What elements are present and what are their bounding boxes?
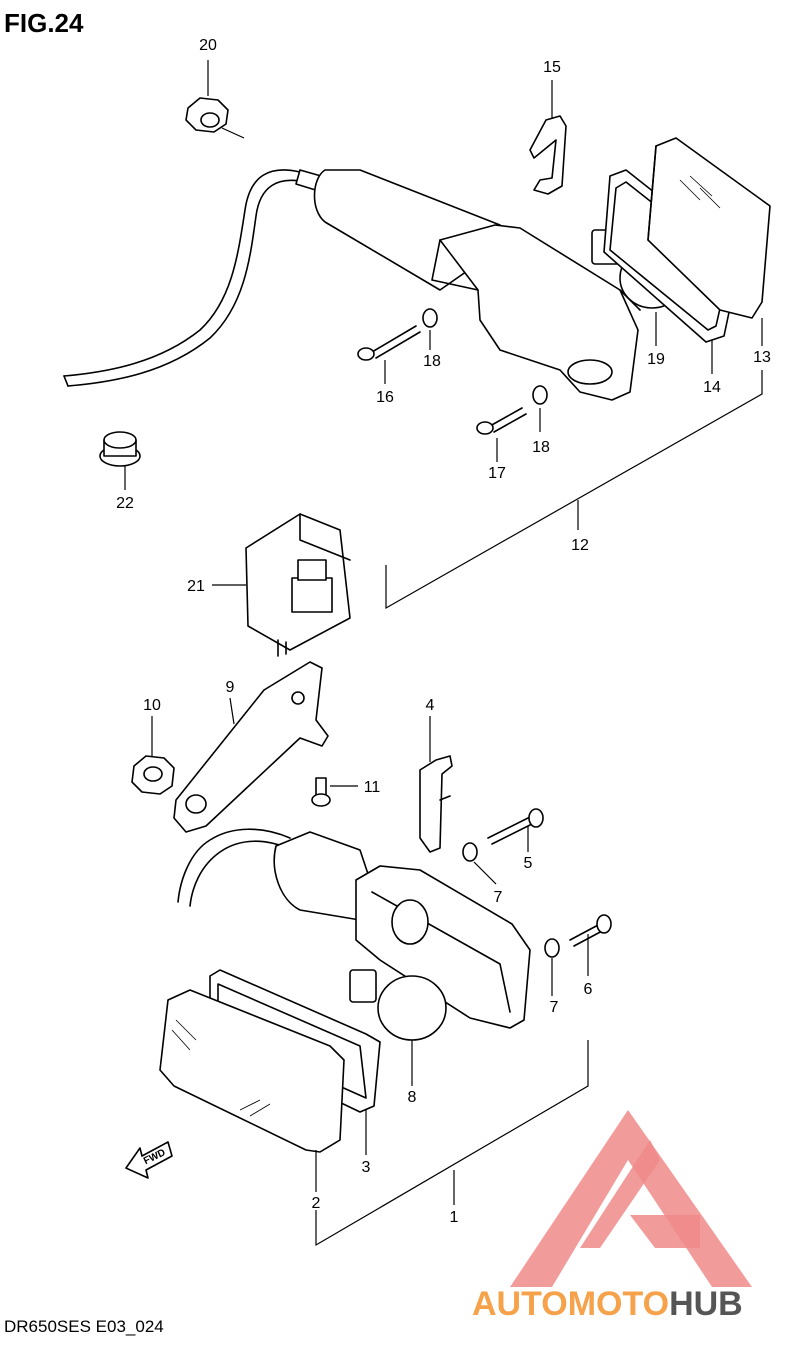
part-11-screw: [311, 777, 331, 807]
callout-11: 11: [364, 779, 381, 796]
bracket-1: [315, 1040, 589, 1247]
upper-cable: [63, 169, 301, 377]
callout-8: 8: [408, 1089, 417, 1106]
callout-14: 14: [703, 379, 721, 396]
figure-footer: DR650SES E03_024: [4, 1317, 164, 1336]
part-6-screw: [569, 914, 612, 947]
part-20-nut: [185, 97, 245, 139]
part-12-housing: [295, 169, 641, 401]
part-2-lens: [159, 989, 345, 1153]
watermark-hub: HUB: [669, 1285, 743, 1323]
callout-17: 17: [488, 465, 506, 482]
callout-9: 9: [226, 679, 235, 696]
part-13-lens: [647, 137, 771, 319]
callout-18b: 18: [532, 439, 550, 456]
callout-2: 2: [312, 1195, 321, 1212]
part-18-washer-a: [422, 308, 438, 328]
watermark-automoto: AUTOMOTO: [472, 1285, 669, 1323]
part-17-screw: [476, 407, 527, 435]
watermark-logo: [510, 1110, 752, 1287]
part-8-bulb: [349, 969, 447, 1041]
callout-7b: 7: [550, 999, 559, 1016]
callout-18a: 18: [423, 353, 441, 370]
part-18-washer-b: [532, 385, 548, 405]
part-21-relay: [245, 513, 351, 657]
callout-3: 3: [362, 1159, 371, 1176]
part-1-housing: [273, 831, 531, 1029]
bracket-12: [385, 370, 763, 610]
callout-21: 21: [187, 578, 205, 595]
part-7-washer-a: [462, 842, 478, 862]
callout-10: 10: [143, 697, 161, 714]
callout-15: 15: [543, 59, 561, 76]
part-9-bracket: [173, 661, 329, 833]
part-5-screw: [487, 808, 544, 845]
part-4-clip: [419, 755, 453, 853]
callout-22: 22: [116, 495, 134, 512]
callout-13: 13: [753, 349, 771, 366]
part-22-grommet: [99, 431, 141, 467]
callout-12: 12: [571, 537, 589, 554]
callout-1: 1: [450, 1209, 459, 1226]
watermark-text: AUTOMOTOHUB: [472, 1285, 743, 1323]
callout-4: 4: [426, 697, 435, 714]
figure-title: FIG.24: [4, 8, 84, 38]
callout-7a: 7: [494, 889, 503, 906]
callout-19: 19: [647, 351, 665, 368]
callout-16: 16: [376, 389, 394, 406]
part-7-washer-b: [544, 938, 560, 958]
callout-6: 6: [584, 981, 593, 998]
part-15-clip: [529, 115, 567, 195]
part-16-screw: [357, 325, 421, 361]
fwd-arrow: FWD: [125, 1141, 173, 1179]
callout-20: 20: [199, 37, 217, 54]
part-10-nut: [131, 755, 175, 795]
callout-5: 5: [524, 855, 533, 872]
